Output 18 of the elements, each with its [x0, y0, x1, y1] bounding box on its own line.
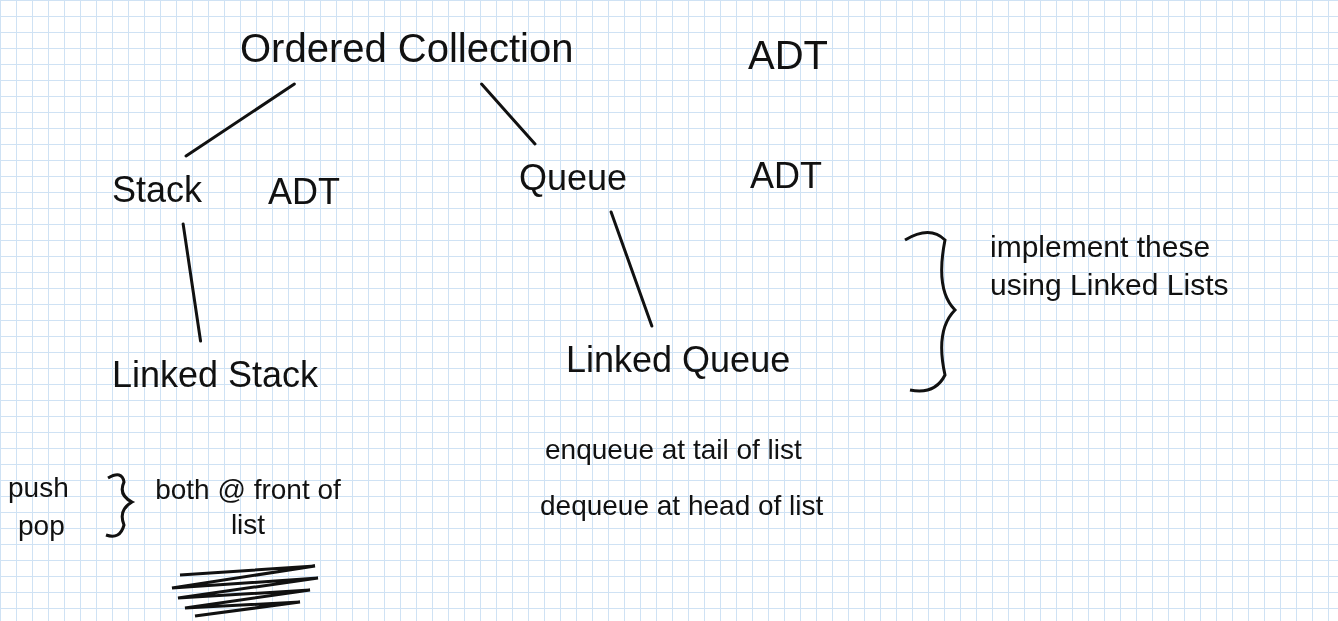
side-note: ADT	[750, 158, 822, 194]
side-note: ADT	[268, 174, 340, 210]
connector-line	[184, 82, 296, 158]
note-text: implement these using Linked Lists	[990, 229, 1230, 303]
note-text: ADT	[748, 32, 828, 79]
node-label: Linked Queue	[565, 340, 792, 380]
note-text: pop	[18, 509, 65, 543]
node-label: Stack	[111, 170, 204, 210]
connector-line	[609, 210, 654, 328]
node-label: Queue	[518, 158, 629, 198]
note-text: enqueue at tail of list	[545, 433, 802, 467]
note-text: both @ front of list	[154, 473, 342, 542]
note-text: push	[8, 471, 69, 505]
connector-line	[480, 82, 537, 146]
note-text: dequeue at head of list	[540, 489, 824, 523]
node-label: Linked Stack	[111, 355, 320, 395]
node-label: Ordered Collection	[239, 26, 575, 70]
connector-line	[181, 222, 203, 343]
